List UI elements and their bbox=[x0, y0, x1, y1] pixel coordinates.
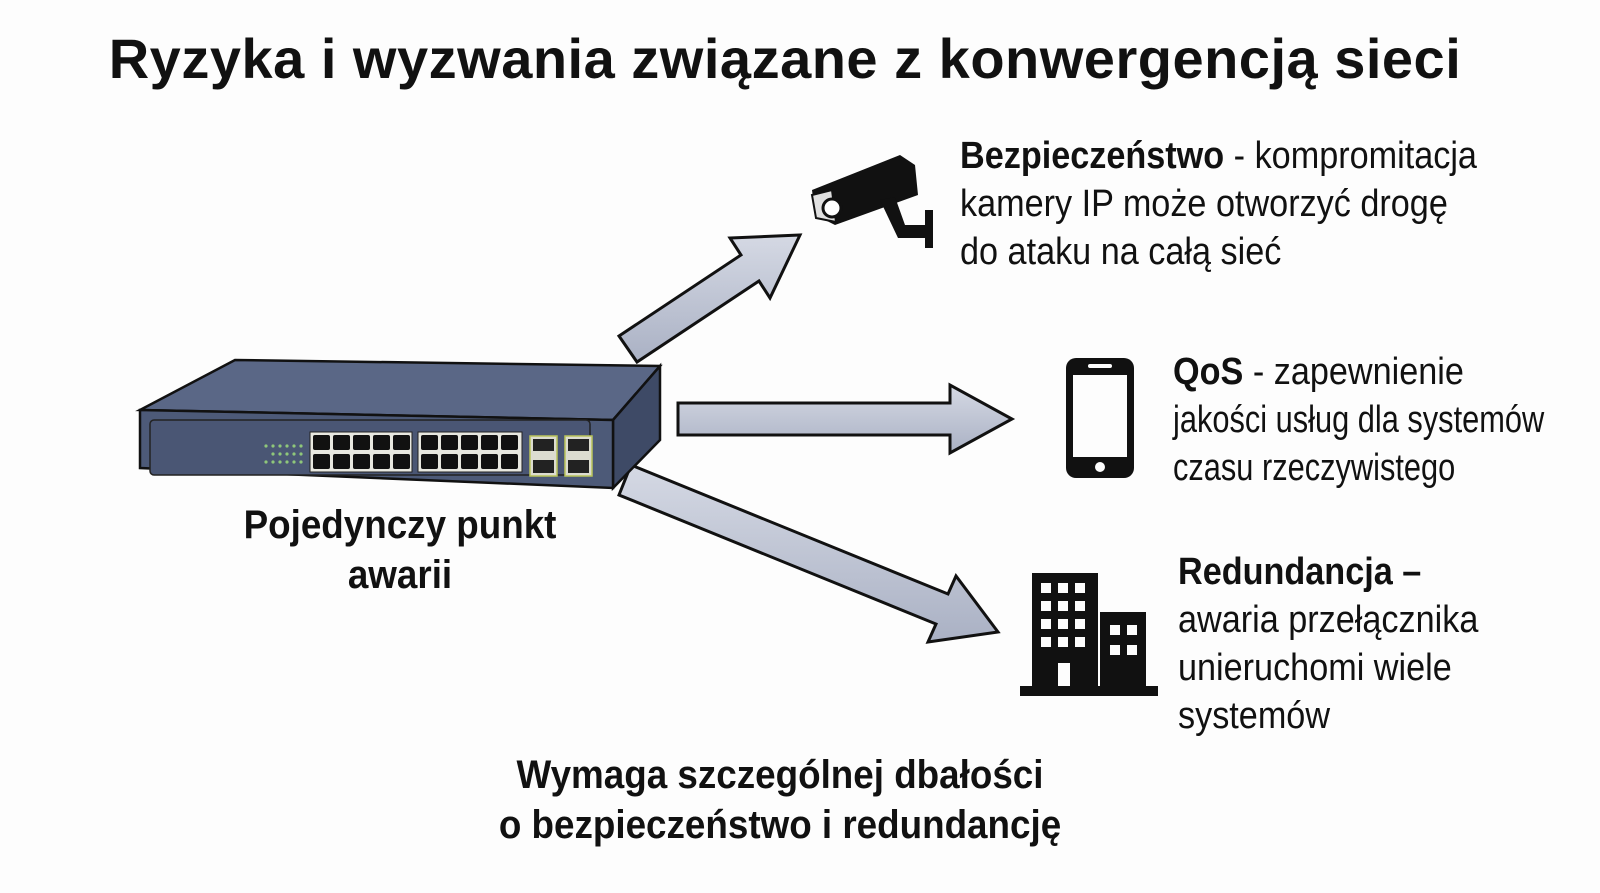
risk-text: jakości usług dla systemów bbox=[1173, 399, 1545, 441]
risk-text: kompromitacja bbox=[1254, 135, 1477, 177]
risk-item-security: Bezpieczeństwo - kompromitacja kamery IP… bbox=[960, 132, 1477, 276]
security-camera-icon bbox=[810, 155, 933, 248]
separator: - bbox=[1243, 351, 1274, 393]
diagram-title: Ryzyka i wyzwania związane z konwergencj… bbox=[108, 27, 1462, 90]
risk-heading: Bezpieczeństwo bbox=[960, 135, 1225, 177]
arrow-to-camera bbox=[616, 233, 803, 365]
risk-heading: QoS bbox=[1173, 351, 1244, 393]
risk-item-qos: QoS - zapewnienie jakości usług dla syst… bbox=[1173, 348, 1585, 492]
risk-text: unieruchomi wiele bbox=[1178, 647, 1452, 689]
footer-line: o bezpieczeństwo i redundancję bbox=[498, 803, 1062, 847]
footer-line: Wymaga szczególnej dbałości bbox=[516, 753, 1044, 797]
risk-text: do ataku na całą sieć bbox=[960, 231, 1282, 273]
separator: – bbox=[1392, 551, 1422, 593]
risk-text: kamery IP może otworzyć drogę bbox=[960, 183, 1448, 225]
separator: - bbox=[1224, 135, 1255, 177]
switch-label-line: Pojedynczy punkt bbox=[243, 503, 557, 547]
risk-heading: Redundancja bbox=[1178, 551, 1393, 593]
switch-label: Pojedynczy punkt awarii bbox=[216, 500, 584, 600]
network-switch-icon bbox=[135, 358, 663, 492]
risk-text: czasu rzeczywistego bbox=[1173, 447, 1456, 489]
arrow-to-phone bbox=[676, 382, 1016, 456]
footer-note: Wymaga szczególnej dbałości o bezpieczeń… bbox=[412, 750, 1148, 850]
risk-text: systemów bbox=[1178, 695, 1331, 737]
arrow-to-buildings bbox=[617, 463, 1001, 644]
risk-text: zapewnienie bbox=[1273, 351, 1464, 393]
buildings-icon bbox=[1020, 573, 1158, 696]
risk-text: awaria przełącznika bbox=[1178, 599, 1479, 641]
smartphone-icon bbox=[1066, 358, 1134, 478]
switch-label-line: awarii bbox=[347, 553, 453, 597]
risk-item-redundancy: Redundancja – awaria przełącznika unieru… bbox=[1178, 548, 1478, 740]
